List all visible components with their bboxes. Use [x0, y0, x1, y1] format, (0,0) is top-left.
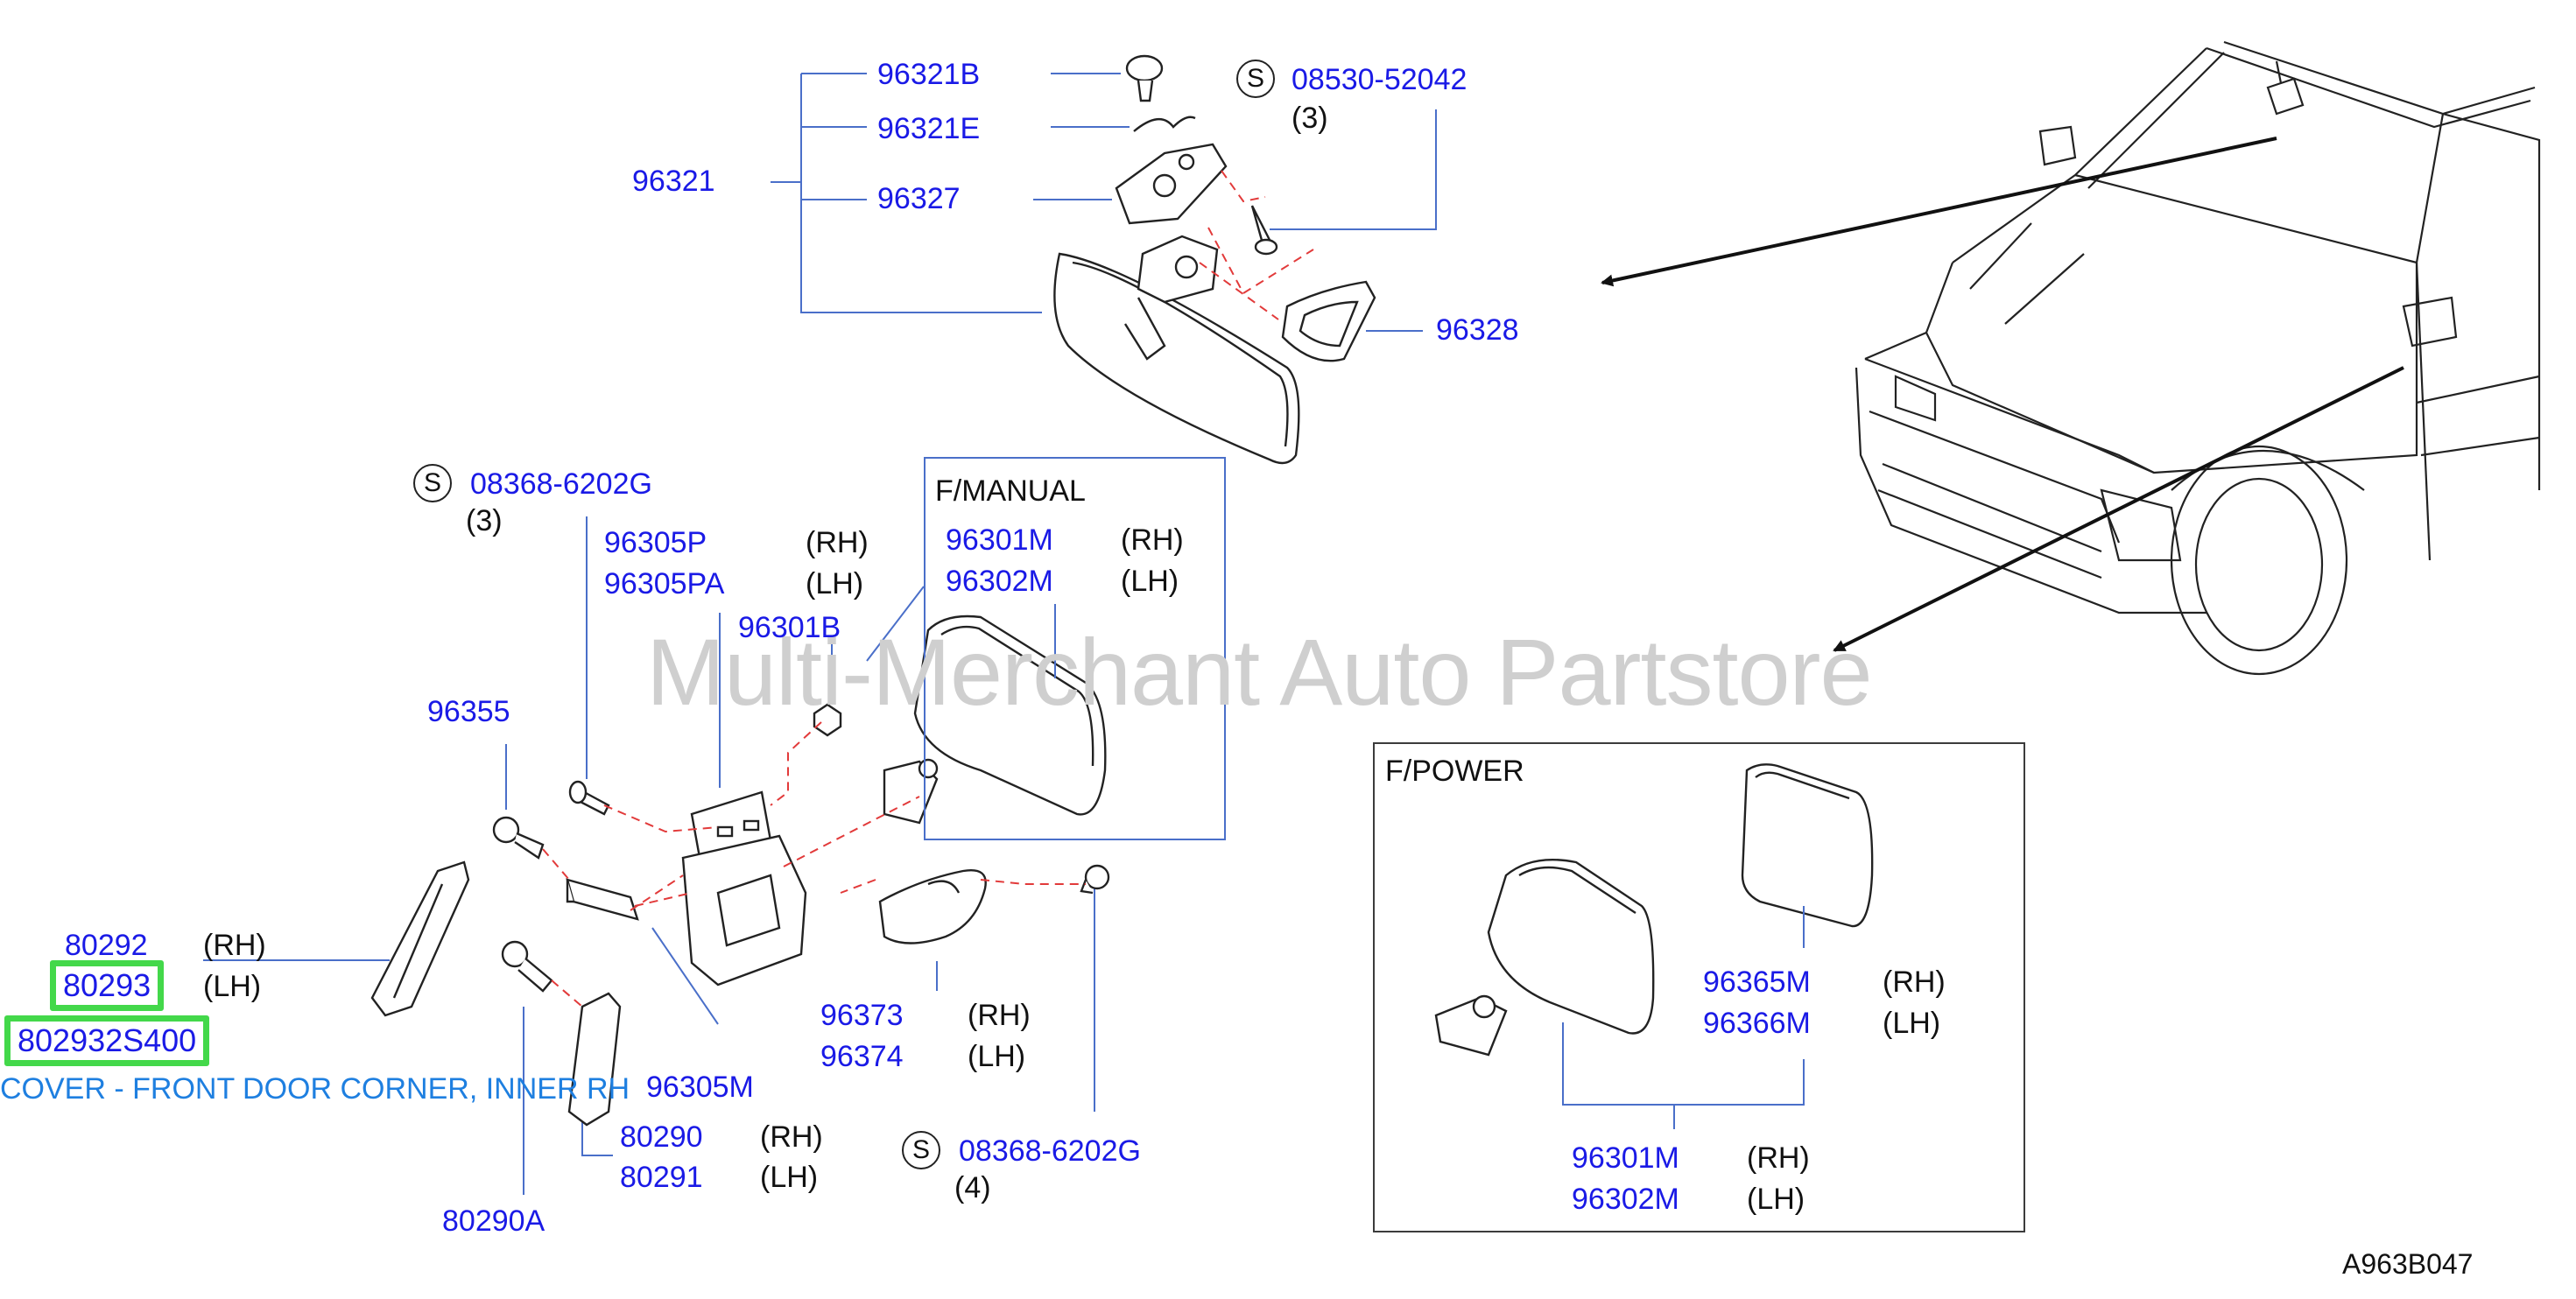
part-80293-highlight[interactable]: 80293: [50, 960, 165, 1011]
part-96305M[interactable]: 96305M: [646, 1071, 754, 1104]
side-rh: (RH): [806, 526, 869, 559]
manual-frame: [924, 457, 1226, 840]
power-frame: [1373, 742, 2025, 1232]
power-label: F/POWER: [1385, 755, 1524, 788]
side-lh: (LH): [968, 1040, 1026, 1073]
side-lh: (LH): [1883, 1007, 1941, 1040]
vehicle-sketch: [1855, 40, 2541, 676]
inner-mirror-drawing: [1053, 54, 1376, 465]
standard-part-mark: S: [413, 464, 452, 502]
part-96328[interactable]: 96328: [1436, 313, 1519, 347]
side-rh: (RH): [1883, 965, 1946, 999]
power-mirror-drawing: [1434, 763, 1874, 1057]
part-08530-52042[interactable]: 08530-52042: [1292, 63, 1467, 96]
side-lh: (LH): [1747, 1183, 1805, 1216]
part-802932S400-highlight[interactable]: 802932S400: [4, 1015, 210, 1066]
part-96355[interactable]: 96355: [427, 695, 510, 728]
part-96305PA[interactable]: 96305PA: [604, 567, 725, 600]
manual-label: F/MANUAL: [935, 474, 1086, 508]
qty-08530-52042: (3): [1292, 102, 1328, 135]
part-80292[interactable]: 80292: [65, 929, 148, 962]
manual-mirror-drawing: [883, 614, 1107, 825]
part-96302M-manual[interactable]: 96302M: [946, 565, 1053, 598]
part-96305P[interactable]: 96305P: [604, 526, 707, 559]
part-96321E[interactable]: 96321E: [877, 112, 981, 145]
side-lh: (LH): [203, 970, 262, 1003]
inner-mirror-dashes: [1199, 170, 1314, 320]
part-96302M-power[interactable]: 96302M: [1572, 1183, 1679, 1216]
part-80291[interactable]: 80291: [620, 1161, 703, 1194]
diagram-code: A963B047: [2342, 1248, 2474, 1280]
part-96301M-power[interactable]: 96301M: [1572, 1141, 1679, 1175]
part-08368-6202G-bottom[interactable]: 08368-6202G: [959, 1134, 1141, 1168]
door-mirror-dashes: [542, 721, 1086, 1008]
part-96301M-manual[interactable]: 96301M: [946, 523, 1053, 557]
door-mirror-leaders: [320, 516, 1095, 1195]
manual-frame-leader: [866, 586, 925, 662]
side-lh: (LH): [806, 567, 864, 600]
arrow-to-inner-mirror: [1601, 137, 2277, 287]
side-rh: (RH): [203, 929, 266, 962]
side-lh: (LH): [760, 1161, 819, 1194]
side-rh: (RH): [760, 1120, 823, 1154]
arrow-to-door-mirror: [1833, 366, 2404, 652]
part-description: COVER - FRONT DOOR CORNER, INNER RH: [0, 1072, 630, 1106]
side-rh: (RH): [968, 999, 1031, 1032]
side-rh: (RH): [1121, 523, 1184, 557]
part-08368-6202G-top[interactable]: 08368-6202G: [470, 467, 652, 501]
side-lh: (LH): [1121, 565, 1179, 598]
inner-mirror-leaders: [771, 73, 1437, 332]
watermark: Multi-Merchant Auto Partstore: [646, 619, 1873, 725]
part-96365M[interactable]: 96365M: [1703, 965, 1811, 999]
part-80290A[interactable]: 80290A: [442, 1204, 545, 1238]
part-96321B[interactable]: 96321B: [877, 58, 981, 91]
standard-part-mark: S: [1236, 60, 1275, 98]
qty-08368-6202G-top: (3): [466, 504, 503, 537]
power-leaders: [1562, 906, 1805, 1129]
door-mirror-parts-drawing: [370, 703, 1110, 1127]
part-96374[interactable]: 96374: [820, 1040, 904, 1073]
part-96373[interactable]: 96373: [820, 999, 904, 1032]
side-rh: (RH): [1747, 1141, 1810, 1175]
part-96366M[interactable]: 96366M: [1703, 1007, 1811, 1040]
qty-08368-6202G-bottom: (4): [954, 1171, 991, 1204]
standard-part-mark: S: [902, 1131, 940, 1169]
part-96321[interactable]: 96321: [632, 165, 715, 198]
part-80290[interactable]: 80290: [620, 1120, 703, 1154]
part-96327[interactable]: 96327: [877, 182, 961, 215]
part-96301B[interactable]: 96301B: [738, 611, 841, 644]
